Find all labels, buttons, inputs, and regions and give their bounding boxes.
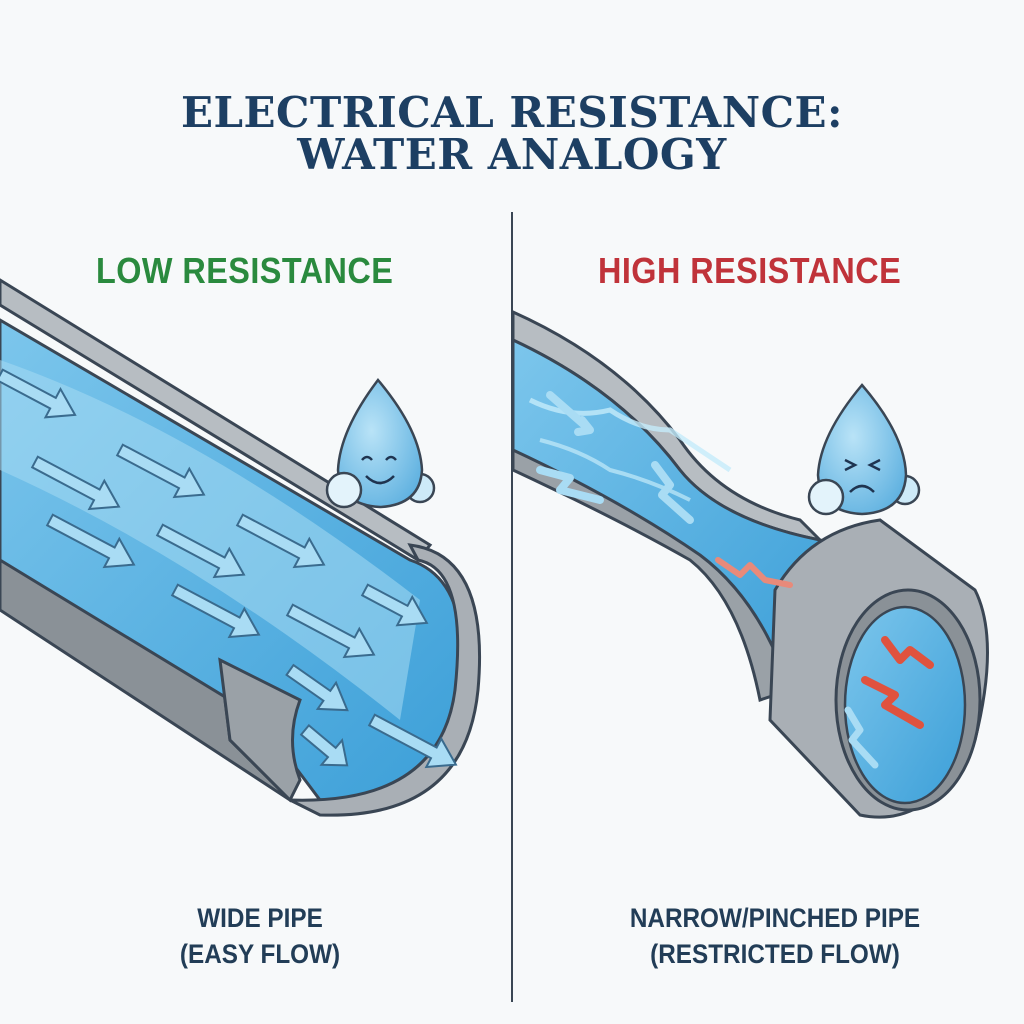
wide-pipe-caption-line-1: WIDE PIPE xyxy=(197,903,323,933)
narrow-pipe-caption-line-2: (RESTRICTED FLOW) xyxy=(650,939,900,969)
wide-pipe-caption-line-2: (EASY FLOW) xyxy=(179,939,341,969)
restricted-flow-arrows xyxy=(536,391,934,769)
narrow-pipe-caption-line-1: NARROW/PINCHED PIPE xyxy=(629,903,921,933)
low-resistance-heading: LOW RESISTANCE xyxy=(96,250,394,291)
panel-divider xyxy=(511,212,513,1002)
narrow-pipe-caption: NARROW/PINCHED PIPE (RESTRICTED FLOW) xyxy=(582,900,969,972)
strained-water-drop-icon xyxy=(807,383,921,516)
narrow-pipe xyxy=(511,309,989,819)
title-line-1: ELECTRICAL RESISTANCE: xyxy=(180,88,844,137)
wide-pipe-caption: WIDE PIPE (EASY FLOW) xyxy=(125,900,395,972)
easy-flow-arrows xyxy=(0,368,458,769)
happy-water-drop-icon xyxy=(325,377,436,509)
title-line-2: WATER ANALOGY xyxy=(297,130,727,179)
high-resistance-heading: HIGH RESISTANCE xyxy=(598,250,902,291)
